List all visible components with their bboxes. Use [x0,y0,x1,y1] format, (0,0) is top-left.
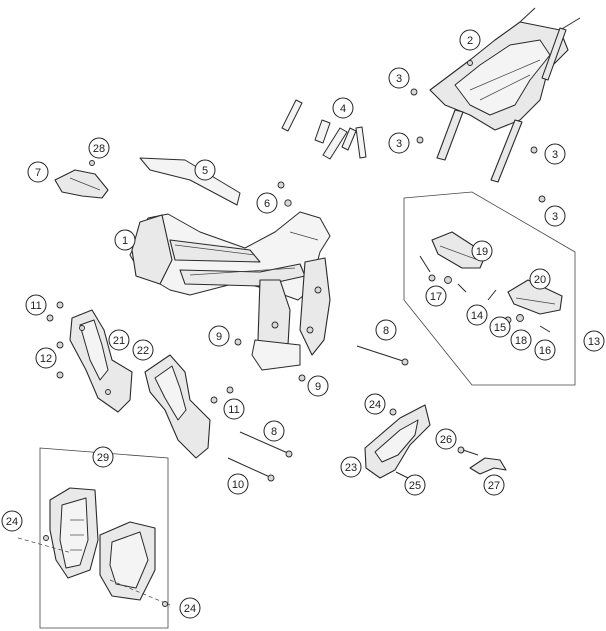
svg-text:12: 12 [40,353,52,365]
svg-text:14: 14 [471,310,483,322]
svg-text:10: 10 [232,479,244,491]
svg-text:5: 5 [202,165,208,177]
subframe [429,7,581,183]
heel-guard-23 [364,404,431,479]
callout-7: 7 [27,161,49,183]
svg-text:17: 17 [430,291,442,303]
frame-protector-set-29 [17,487,171,607]
callout-19: 19 [471,240,493,262]
svg-text:3: 3 [396,73,402,85]
callout-22: 22 [132,339,154,361]
callout-11: 11 [223,398,245,420]
svg-text:3: 3 [552,149,558,161]
callout-3: 3 [388,67,410,89]
svg-text:6: 6 [264,198,270,210]
svg-text:4: 4 [340,103,346,115]
svg-text:20: 20 [534,274,546,286]
svg-text:21: 21 [113,335,125,347]
callout-26: 26 [435,428,457,450]
svg-text:3: 3 [396,138,402,150]
callout-5: 5 [194,159,216,181]
svg-text:8: 8 [271,426,277,438]
svg-text:22: 22 [137,345,149,357]
callout-24: 24 [364,393,386,415]
svg-text:11: 11 [30,300,41,312]
callout-4: 4 [332,97,354,119]
svg-text:24: 24 [369,399,381,411]
svg-text:27: 27 [488,480,500,492]
callout-28: 28 [88,137,110,159]
footpeg-group-box [403,191,576,386]
long-bolt-8 [227,345,409,482]
callout-11: 11 [25,294,47,316]
callout-23: 23 [340,456,362,478]
svg-text:15: 15 [494,322,506,334]
callout-16: 16 [534,339,556,361]
svg-text:28: 28 [93,143,105,155]
svg-text:25: 25 [409,480,421,492]
svg-text:9: 9 [315,381,321,393]
callout-8: 8 [263,420,285,442]
footpeg-19 [431,231,487,269]
svg-text:11: 11 [228,404,239,416]
callout-25: 25 [404,474,426,496]
callout-29: 29 [92,446,114,468]
frame-protector-21 [69,309,133,413]
nut-6 [277,181,292,207]
callout-18: 18 [510,329,532,351]
callout-9: 9 [307,375,329,397]
svg-text:24: 24 [184,603,196,615]
callout-24: 24 [1,510,23,532]
callout-21: 21 [108,329,130,351]
bolt-3-group [410,88,546,203]
svg-text:26: 26 [440,434,452,446]
svg-text:8: 8 [383,325,389,337]
frame-protector-group-box [39,447,169,629]
callout-1: 1 [114,229,136,251]
callout-3: 3 [388,132,410,154]
svg-text:19: 19 [476,246,488,258]
frame-protector-22 [144,354,211,459]
callout-12: 12 [35,347,57,369]
callout-3: 3 [544,205,566,227]
svg-text:1: 1 [122,235,128,247]
svg-text:18: 18 [515,335,527,347]
svg-text:23: 23 [345,462,357,474]
callout-13: 13 [583,330,605,352]
callout-8: 8 [375,319,397,341]
svg-text:29: 29 [97,452,109,464]
callout-6: 6 [256,192,278,214]
sleeves [281,99,367,160]
heel-guard-hardware [389,408,479,479]
callout-14: 14 [466,304,488,326]
callout-24: 24 [179,597,201,619]
svg-text:3: 3 [552,211,558,223]
svg-text:16: 16 [539,345,551,357]
bracket-7 [54,160,109,199]
callout-9: 9 [208,325,230,347]
callout-27: 27 [483,474,505,496]
heat-shield [139,157,241,206]
callout-2: 2 [459,29,481,51]
main-frame [129,211,331,371]
callouts: 1 2 3 3 3 3 4 5 6 7 8 8 9 9 10 11 11 12 … [1,29,605,619]
callout-17: 17 [425,285,447,307]
svg-text:7: 7 [35,167,41,179]
footpeg-20 [507,279,563,315]
callout-15: 15 [489,316,511,338]
callout-10: 10 [227,473,249,495]
svg-text:9: 9 [216,331,222,343]
small-bolts [46,301,306,404]
callout-3: 3 [544,143,566,165]
clip-27 [469,457,507,475]
callout-20: 20 [529,268,551,290]
svg-text:24: 24 [6,516,18,528]
svg-text:2: 2 [467,35,473,47]
svg-text:13: 13 [588,336,600,348]
